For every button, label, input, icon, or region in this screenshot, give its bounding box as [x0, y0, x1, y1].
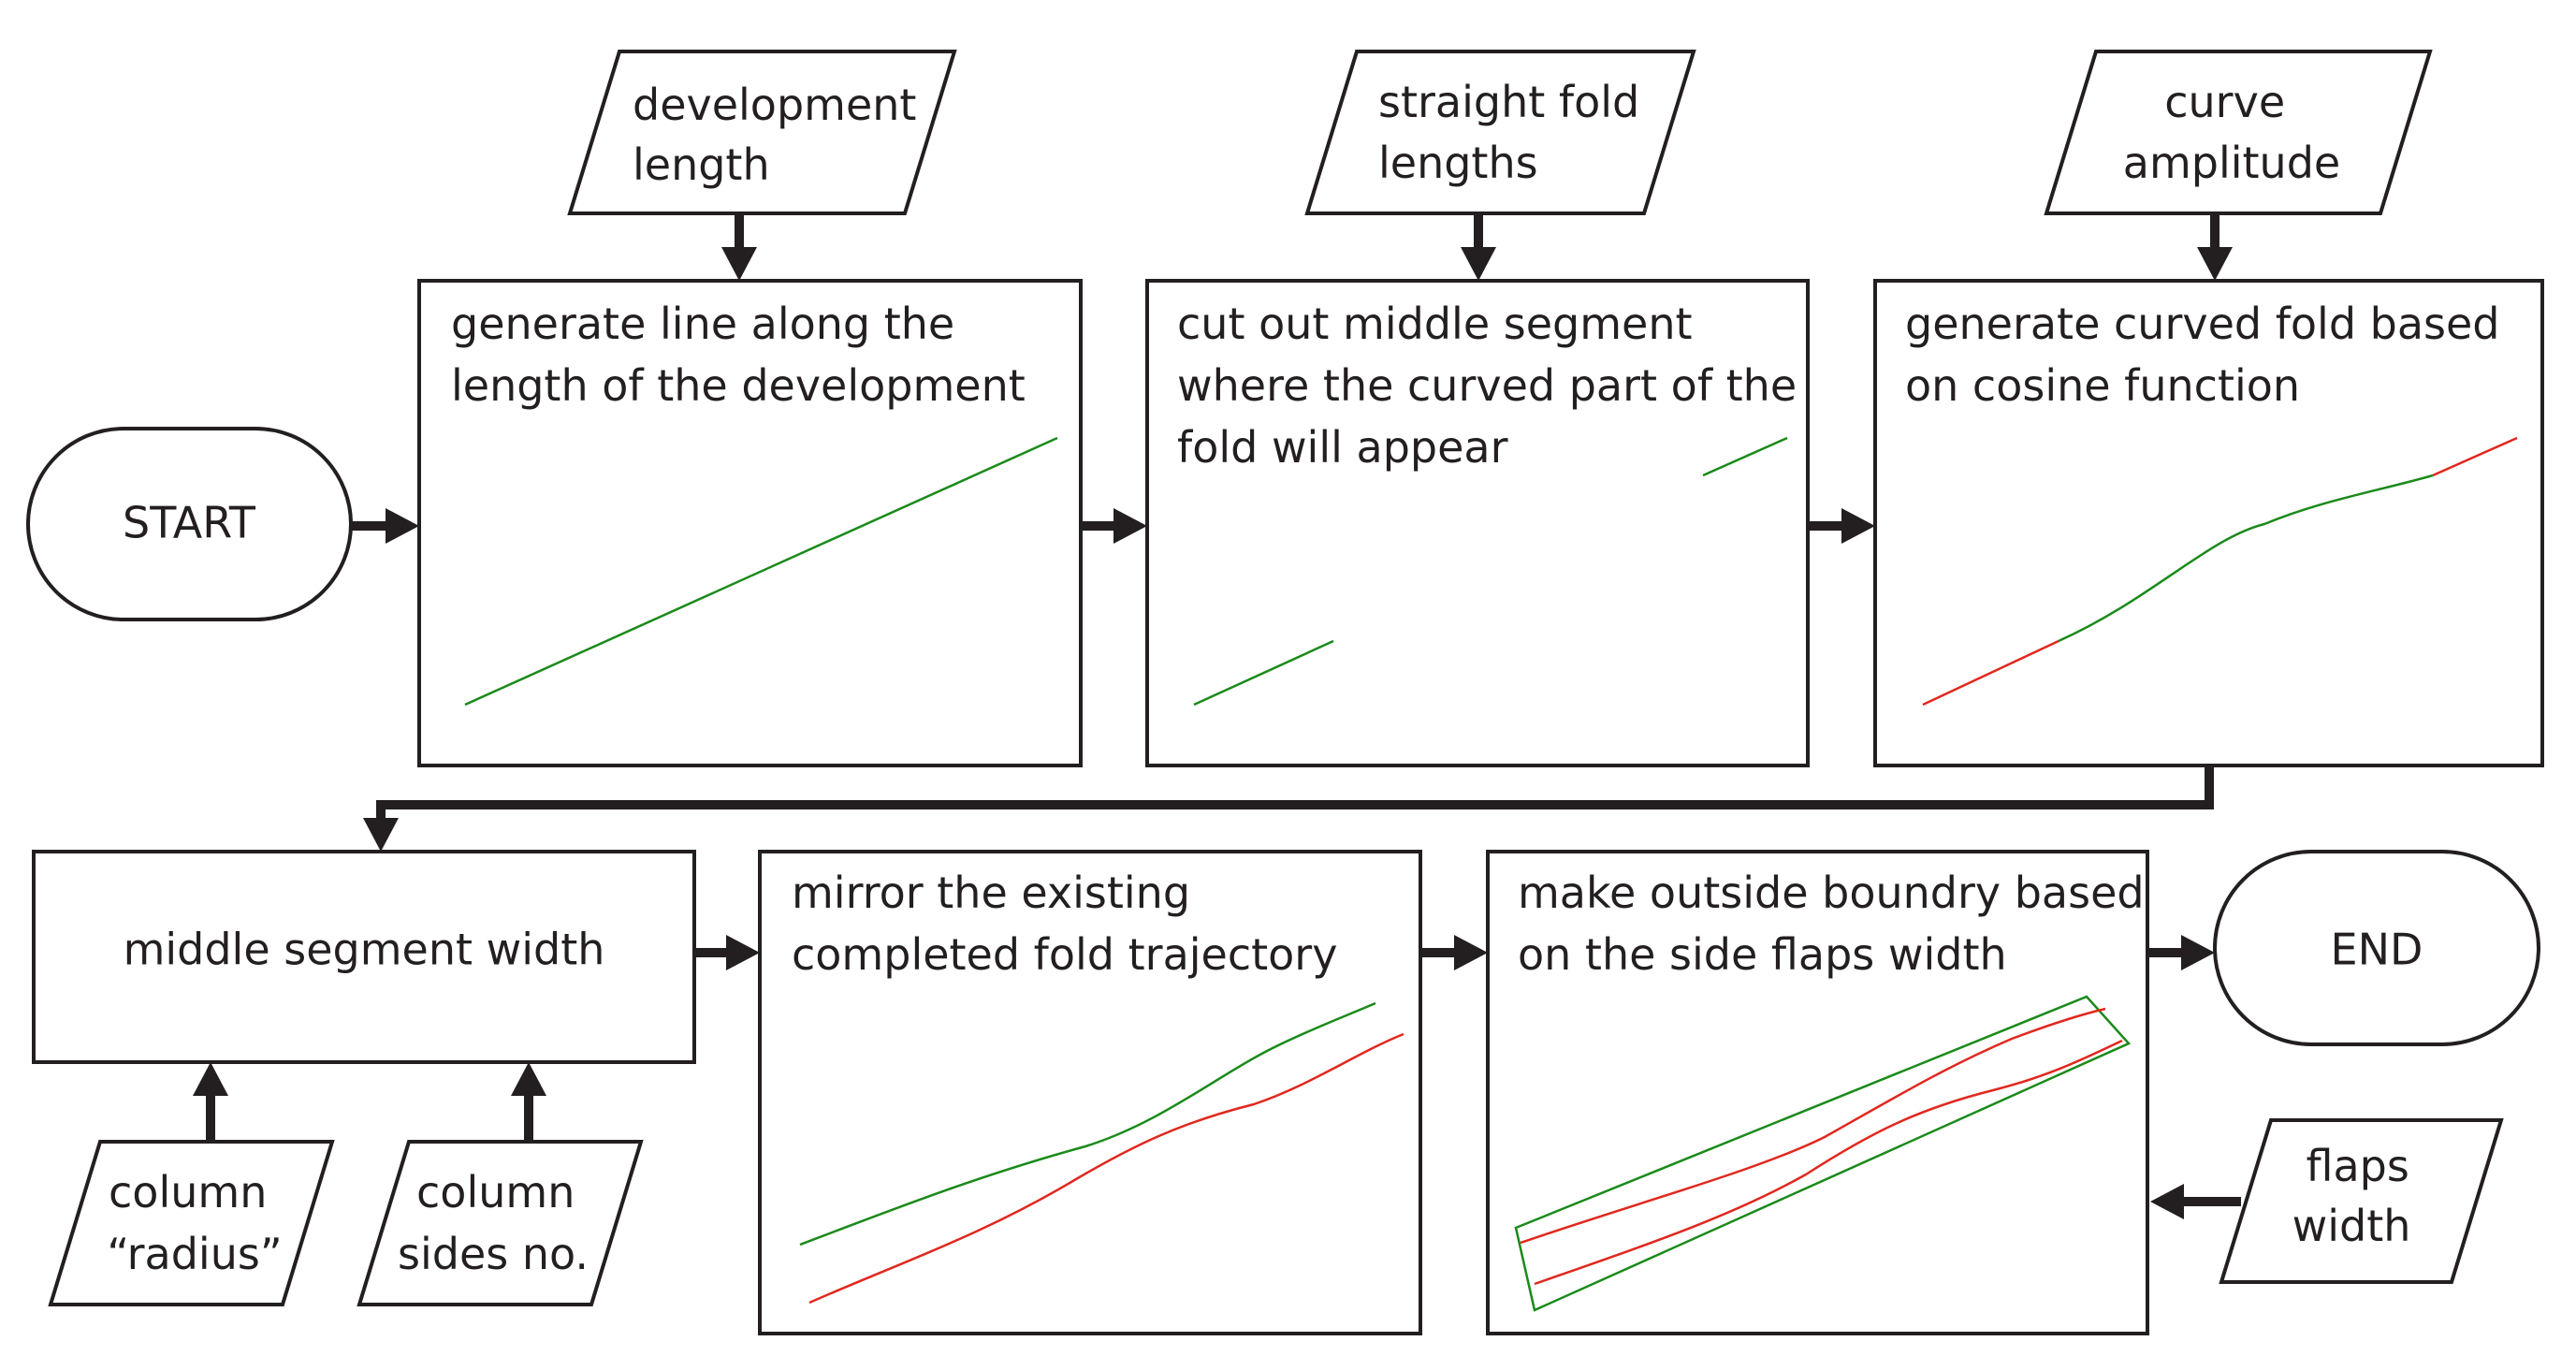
fold-straight-lower [1922, 639, 2059, 707]
arrow-middle-width-to-mirror [694, 935, 760, 970]
cut-middle-text-3: fold will appear [1177, 422, 1508, 473]
column-sides-input: column sides no. [357, 1140, 644, 1306]
arrow-column-radius-input [193, 1062, 228, 1142]
svg-text:column “radius”: column “radius” [107, 1167, 282, 1279]
straight-fold-text-2: lengths [1378, 138, 1538, 188]
outside-boundary-box: make outside boundry based on the side f… [1486, 850, 2158, 1335]
development-length-text-1: development [633, 80, 916, 130]
cut-middle-text-1: cut out middle segment [1177, 299, 1693, 349]
fold-curve [2058, 474, 2434, 643]
svg-text:generate line along the: generate line along the length of the de… [451, 299, 1026, 411]
curved-fold-box: generate curved fold based on cosine fun… [1873, 279, 2544, 767]
straight-segment-lower [1193, 639, 1334, 707]
end-terminal: END [2213, 850, 2540, 1046]
end-label: END [2331, 925, 2423, 975]
cut-middle-text-2: where the curved part of the [1177, 360, 1797, 411]
svg-text:cut out middle segment w: cut out middle segment where the curved … [1177, 299, 1811, 473]
arrow-column-sides-input [511, 1062, 546, 1142]
column-radius-text-1: column [109, 1167, 267, 1217]
arrow-development-length-input [721, 213, 757, 281]
mirror-fold-red [808, 1032, 1404, 1305]
cut-middle-box: cut out middle segment where the curved … [1145, 279, 1811, 767]
straight-fold-text-1: straight fold [1378, 77, 1639, 127]
development-length-input: development length [567, 50, 957, 215]
generate-line-text-1: generate line along the [451, 299, 954, 349]
svg-text:straight fold lengths: straight fold lengths [1378, 77, 1653, 188]
column-radius-text-2: “radius” [107, 1229, 282, 1279]
generate-line-text-2: length of the development [451, 360, 1026, 411]
mirror-fold-green [799, 1001, 1376, 1247]
svg-text:make outside boundry based: make outside boundry based on the side f… [1518, 868, 2158, 980]
svg-text:column sides no.: column sides no. [398, 1167, 589, 1279]
connectors [193, 213, 2241, 1219]
middle-width-text: middle segment width [124, 925, 605, 975]
curve-amplitude-text-1: curve [2164, 77, 2285, 127]
arrow-mirror-to-outside-boundary [1420, 935, 1488, 970]
arrow-curve-amplitude-input [2197, 213, 2233, 281]
boundary-fold-red-upper [1520, 1007, 2106, 1245]
development-line [464, 436, 1058, 707]
arrow-flaps-width-input [2150, 1184, 2241, 1219]
generate-line-box: generate line along the length of the de… [417, 279, 1083, 767]
mirror-box: mirror the existing completed fold traje… [758, 850, 1422, 1335]
outside-boundary-text-2: on the side flaps width [1518, 929, 2007, 980]
middle-width-box: middle segment width [32, 850, 696, 1064]
arrow-generate-line-to-cut-middle [1081, 508, 1147, 544]
development-length-text-2: length [633, 139, 770, 190]
start-label: START [123, 498, 256, 548]
arrow-start-to-generate-line [351, 508, 419, 544]
fold-straight-upper [2432, 436, 2518, 477]
curved-fold-text-1: generate curved fold based [1905, 299, 2500, 349]
curve-amplitude-input: curve amplitude [2044, 50, 2433, 215]
flaps-width-input: flaps width [2219, 1118, 2504, 1284]
mirror-text-2: completed fold trajectory [792, 929, 1337, 980]
curved-fold-text-2: on cosine function [1905, 360, 2300, 411]
outer-boundary-outline [1514, 995, 2132, 1312]
svg-text:development length: development length [633, 80, 930, 190]
svg-text:flaps width: flaps width [2292, 1141, 2423, 1251]
arrow-cut-middle-to-curved-fold [1808, 508, 1875, 544]
column-sides-text-2: sides no. [398, 1229, 589, 1279]
svg-text:mirror the existing comp: mirror the existing completed fold traje… [792, 868, 1337, 980]
straight-segment-upper [1702, 436, 1788, 477]
svg-text:curve amplitude: curve amplitude [2123, 77, 2340, 188]
straight-fold-lengths-input: straight fold lengths [1304, 50, 1696, 215]
arrow-straight-fold-input [1461, 213, 1496, 281]
svg-text:generate curved fold based: generate curved fold based on cosine fun… [1905, 299, 2513, 411]
mirror-text-1: mirror the existing [792, 868, 1190, 918]
arrow-curved-fold-to-middle-width [363, 765, 2214, 852]
start-terminal: START [26, 427, 353, 621]
curve-amplitude-text-2: amplitude [2123, 138, 2340, 188]
column-sides-text-1: column [416, 1167, 575, 1217]
flaps-width-text-2: width [2292, 1201, 2411, 1251]
column-radius-input: column “radius” [48, 1140, 335, 1306]
outside-boundary-text-1: make outside boundry based [1518, 868, 2145, 918]
flaps-width-text-1: flaps [2307, 1141, 2409, 1191]
boundary-fold-red-lower [1534, 1039, 2123, 1286]
arrow-outside-boundary-to-end [2147, 935, 2215, 970]
